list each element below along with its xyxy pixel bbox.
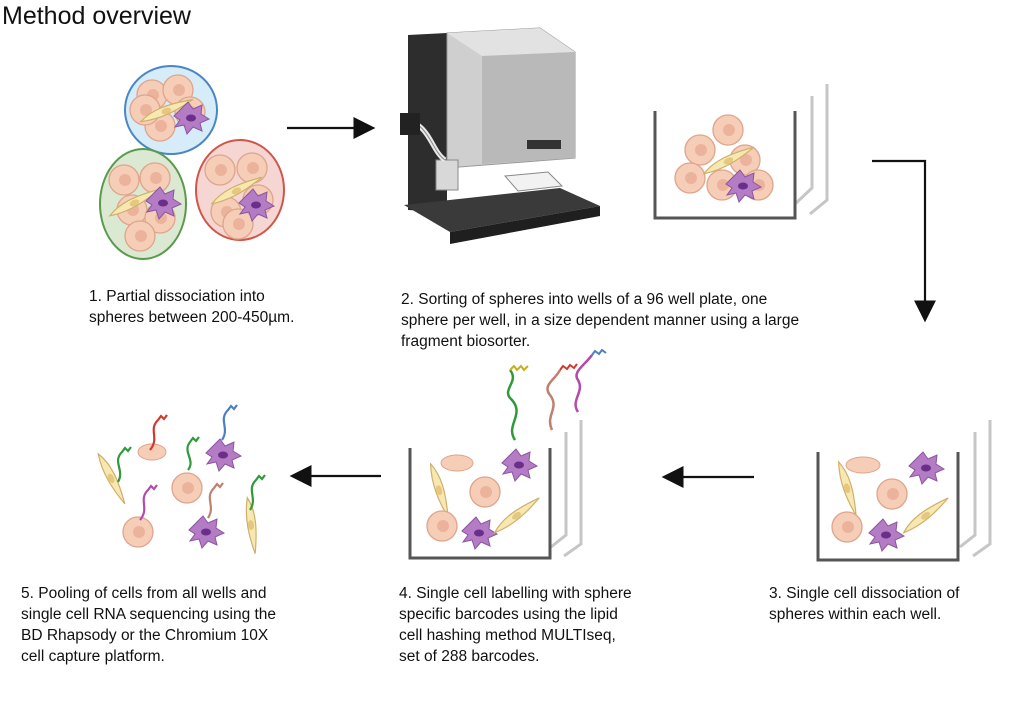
step-3-line-2: spheres within each well. bbox=[769, 606, 942, 623]
arrow-step2-to-step3 bbox=[872, 159, 936, 323]
step-4-line-4: set of 288 barcodes. bbox=[399, 648, 540, 665]
sphere-red bbox=[195, 139, 285, 241]
sphere-green bbox=[99, 148, 187, 260]
step-2-line-3: fragment biosorter. bbox=[401, 333, 531, 350]
step-4-caption: 4. Single cell labelling with sphere spe… bbox=[399, 583, 632, 667]
step-3-line-1: 3. Single cell dissociation of bbox=[769, 585, 960, 602]
step-1-line-1: 1. Partial dissociation into bbox=[89, 288, 265, 305]
step-5-line-3: BD Rhapsody or the Chromium 10X bbox=[21, 627, 269, 644]
page-title: Method overview bbox=[2, 2, 191, 30]
sphere-in-well bbox=[653, 84, 829, 220]
biosorter-machine bbox=[399, 27, 600, 244]
step-3-caption: 3. Single cell dissociation of spheres w… bbox=[769, 583, 959, 625]
sphere-blue bbox=[124, 65, 218, 155]
barcoded-cells-well bbox=[408, 348, 607, 560]
step-2-line-2: sphere per well, in a size dependent man… bbox=[401, 312, 800, 329]
step-5-line-1: 5. Pooling of cells from all wells and bbox=[21, 585, 267, 602]
step-5-caption: 5. Pooling of cells from all wells and s… bbox=[21, 583, 276, 667]
step-1-caption: 1. Partial dissociation into spheres bet… bbox=[89, 286, 294, 328]
step-4-line-3: cell hashing method MULTIseq, bbox=[399, 627, 616, 644]
pooled-cells bbox=[82, 404, 279, 555]
step-4-line-1: 4. Single cell labelling with sphere bbox=[399, 585, 632, 602]
step-5-line-4: cell capture platform. bbox=[21, 648, 165, 665]
step-1-line-2: spheres between 200-450µm. bbox=[89, 309, 295, 326]
step-5-line-2: single cell RNA sequencing using the bbox=[21, 606, 277, 623]
step-2-line-1: 2. Sorting of spheres into wells of a 96… bbox=[401, 291, 768, 308]
single-cells-well bbox=[816, 420, 992, 562]
step-2-caption: 2. Sorting of spheres into wells of a 96… bbox=[401, 289, 799, 352]
step-4-line-2: specific barcodes using the lipid bbox=[399, 606, 618, 623]
